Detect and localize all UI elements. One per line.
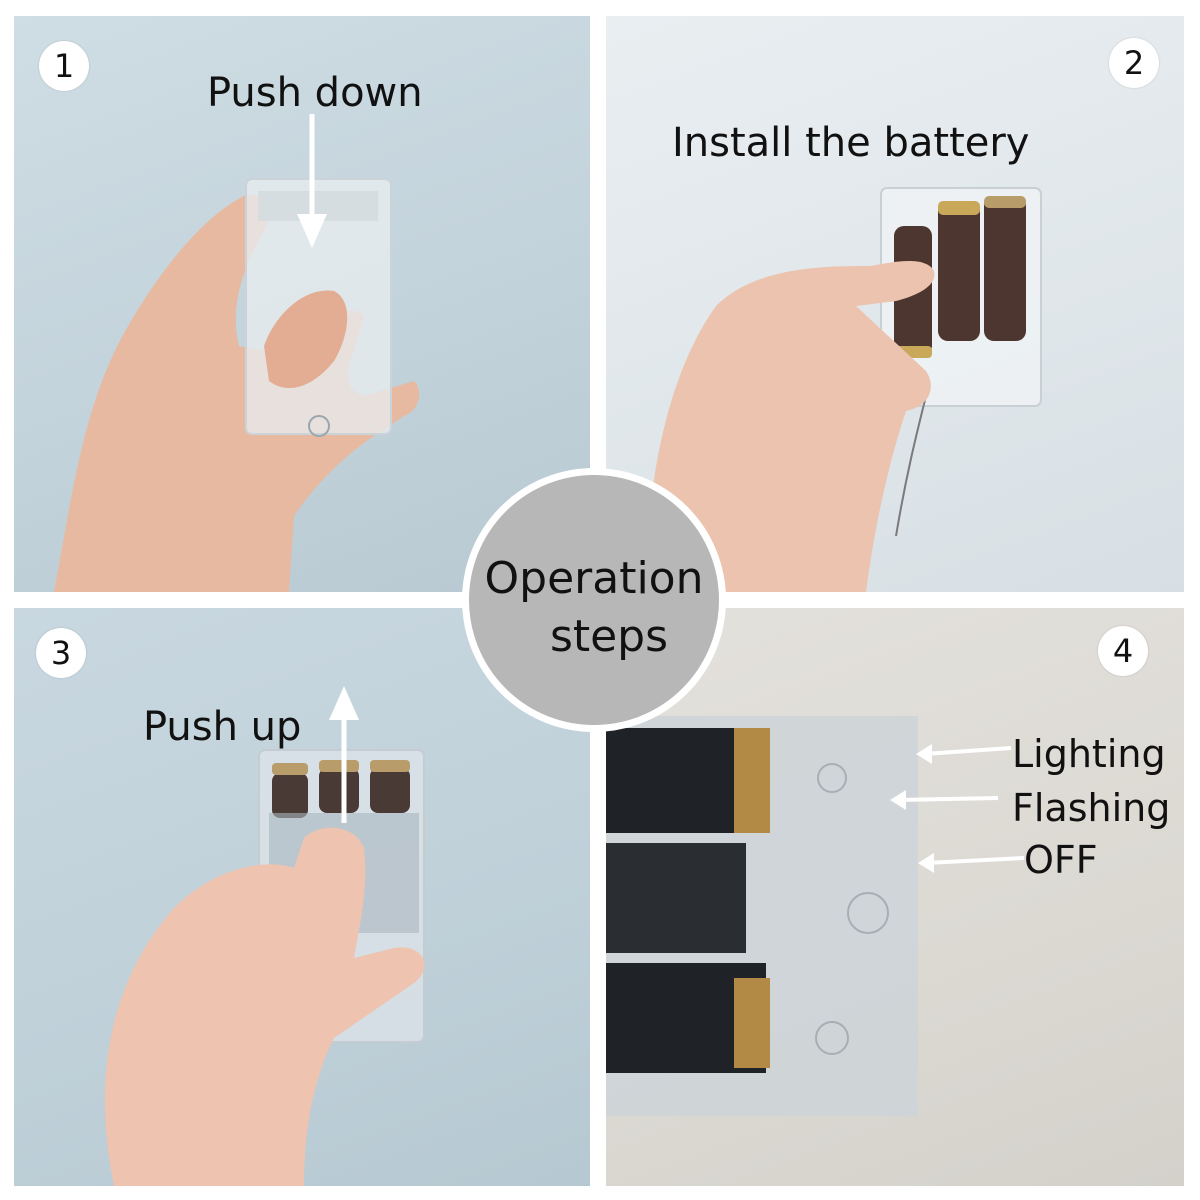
step-4-panel: 4 Lighting Flashing OFF bbox=[606, 608, 1184, 1186]
step-number-badge: 3 bbox=[36, 628, 86, 678]
flashing-label: Flashing bbox=[1012, 786, 1171, 830]
step-4-photo bbox=[606, 716, 1025, 1116]
step-number-badge: 4 bbox=[1098, 626, 1148, 676]
step-number-badge: 1 bbox=[39, 41, 89, 91]
battery-2 bbox=[319, 768, 359, 813]
wire bbox=[895, 395, 927, 537]
battery-3-terminal bbox=[984, 196, 1026, 208]
battery-2-terminal bbox=[319, 760, 359, 772]
step-2-photo bbox=[646, 187, 1042, 592]
battery-3 bbox=[984, 196, 1026, 341]
hand-shape bbox=[104, 827, 425, 1186]
badge-line-1: Operation bbox=[484, 553, 704, 604]
hand-shape bbox=[54, 195, 420, 592]
battery-3 bbox=[370, 768, 410, 813]
battery-2 bbox=[606, 843, 746, 953]
battery-1 bbox=[272, 773, 308, 818]
hand-shape bbox=[646, 261, 935, 592]
flashing-arrow-line bbox=[897, 796, 999, 802]
switch-knob bbox=[847, 892, 889, 934]
box-hole bbox=[817, 763, 847, 793]
battery-3-terminal bbox=[734, 978, 770, 1068]
step-1-photo bbox=[54, 114, 420, 592]
lighting-arrow-line bbox=[923, 746, 1012, 756]
step-2-panel: 2 Install the battery bbox=[606, 16, 1184, 592]
battery-3-terminal bbox=[370, 760, 410, 772]
step-3-photo bbox=[104, 686, 425, 1186]
battery-1-terminal bbox=[272, 763, 308, 775]
off-label: OFF bbox=[1024, 838, 1098, 882]
push-up-arrow-head bbox=[329, 686, 359, 720]
push-down-arrow-head bbox=[297, 214, 327, 248]
step-3-panel: 3 Push up bbox=[14, 608, 590, 1186]
thumb-shape bbox=[264, 290, 348, 389]
step-number-badge: 2 bbox=[1109, 38, 1159, 88]
battery-2-terminal bbox=[938, 201, 980, 215]
lighting-label: Lighting bbox=[1012, 732, 1166, 776]
step-caption: Push up bbox=[143, 704, 302, 750]
step-caption: Push down bbox=[207, 70, 423, 116]
operation-steps-badge: Operation steps bbox=[462, 468, 726, 732]
flashing-arrow-head bbox=[890, 790, 906, 810]
step-caption: Install the battery bbox=[672, 120, 1030, 166]
step-1-panel: 1 Push down bbox=[14, 16, 590, 592]
box-hole bbox=[815, 1021, 849, 1055]
battery-1-terminal bbox=[734, 728, 770, 833]
lighting-arrow-head bbox=[916, 744, 932, 764]
badge-line-2: steps bbox=[549, 611, 669, 662]
box-switch-hole bbox=[308, 415, 330, 437]
battery-2 bbox=[938, 201, 980, 341]
off-arrow-line bbox=[925, 856, 1025, 865]
off-arrow-head bbox=[918, 853, 934, 873]
